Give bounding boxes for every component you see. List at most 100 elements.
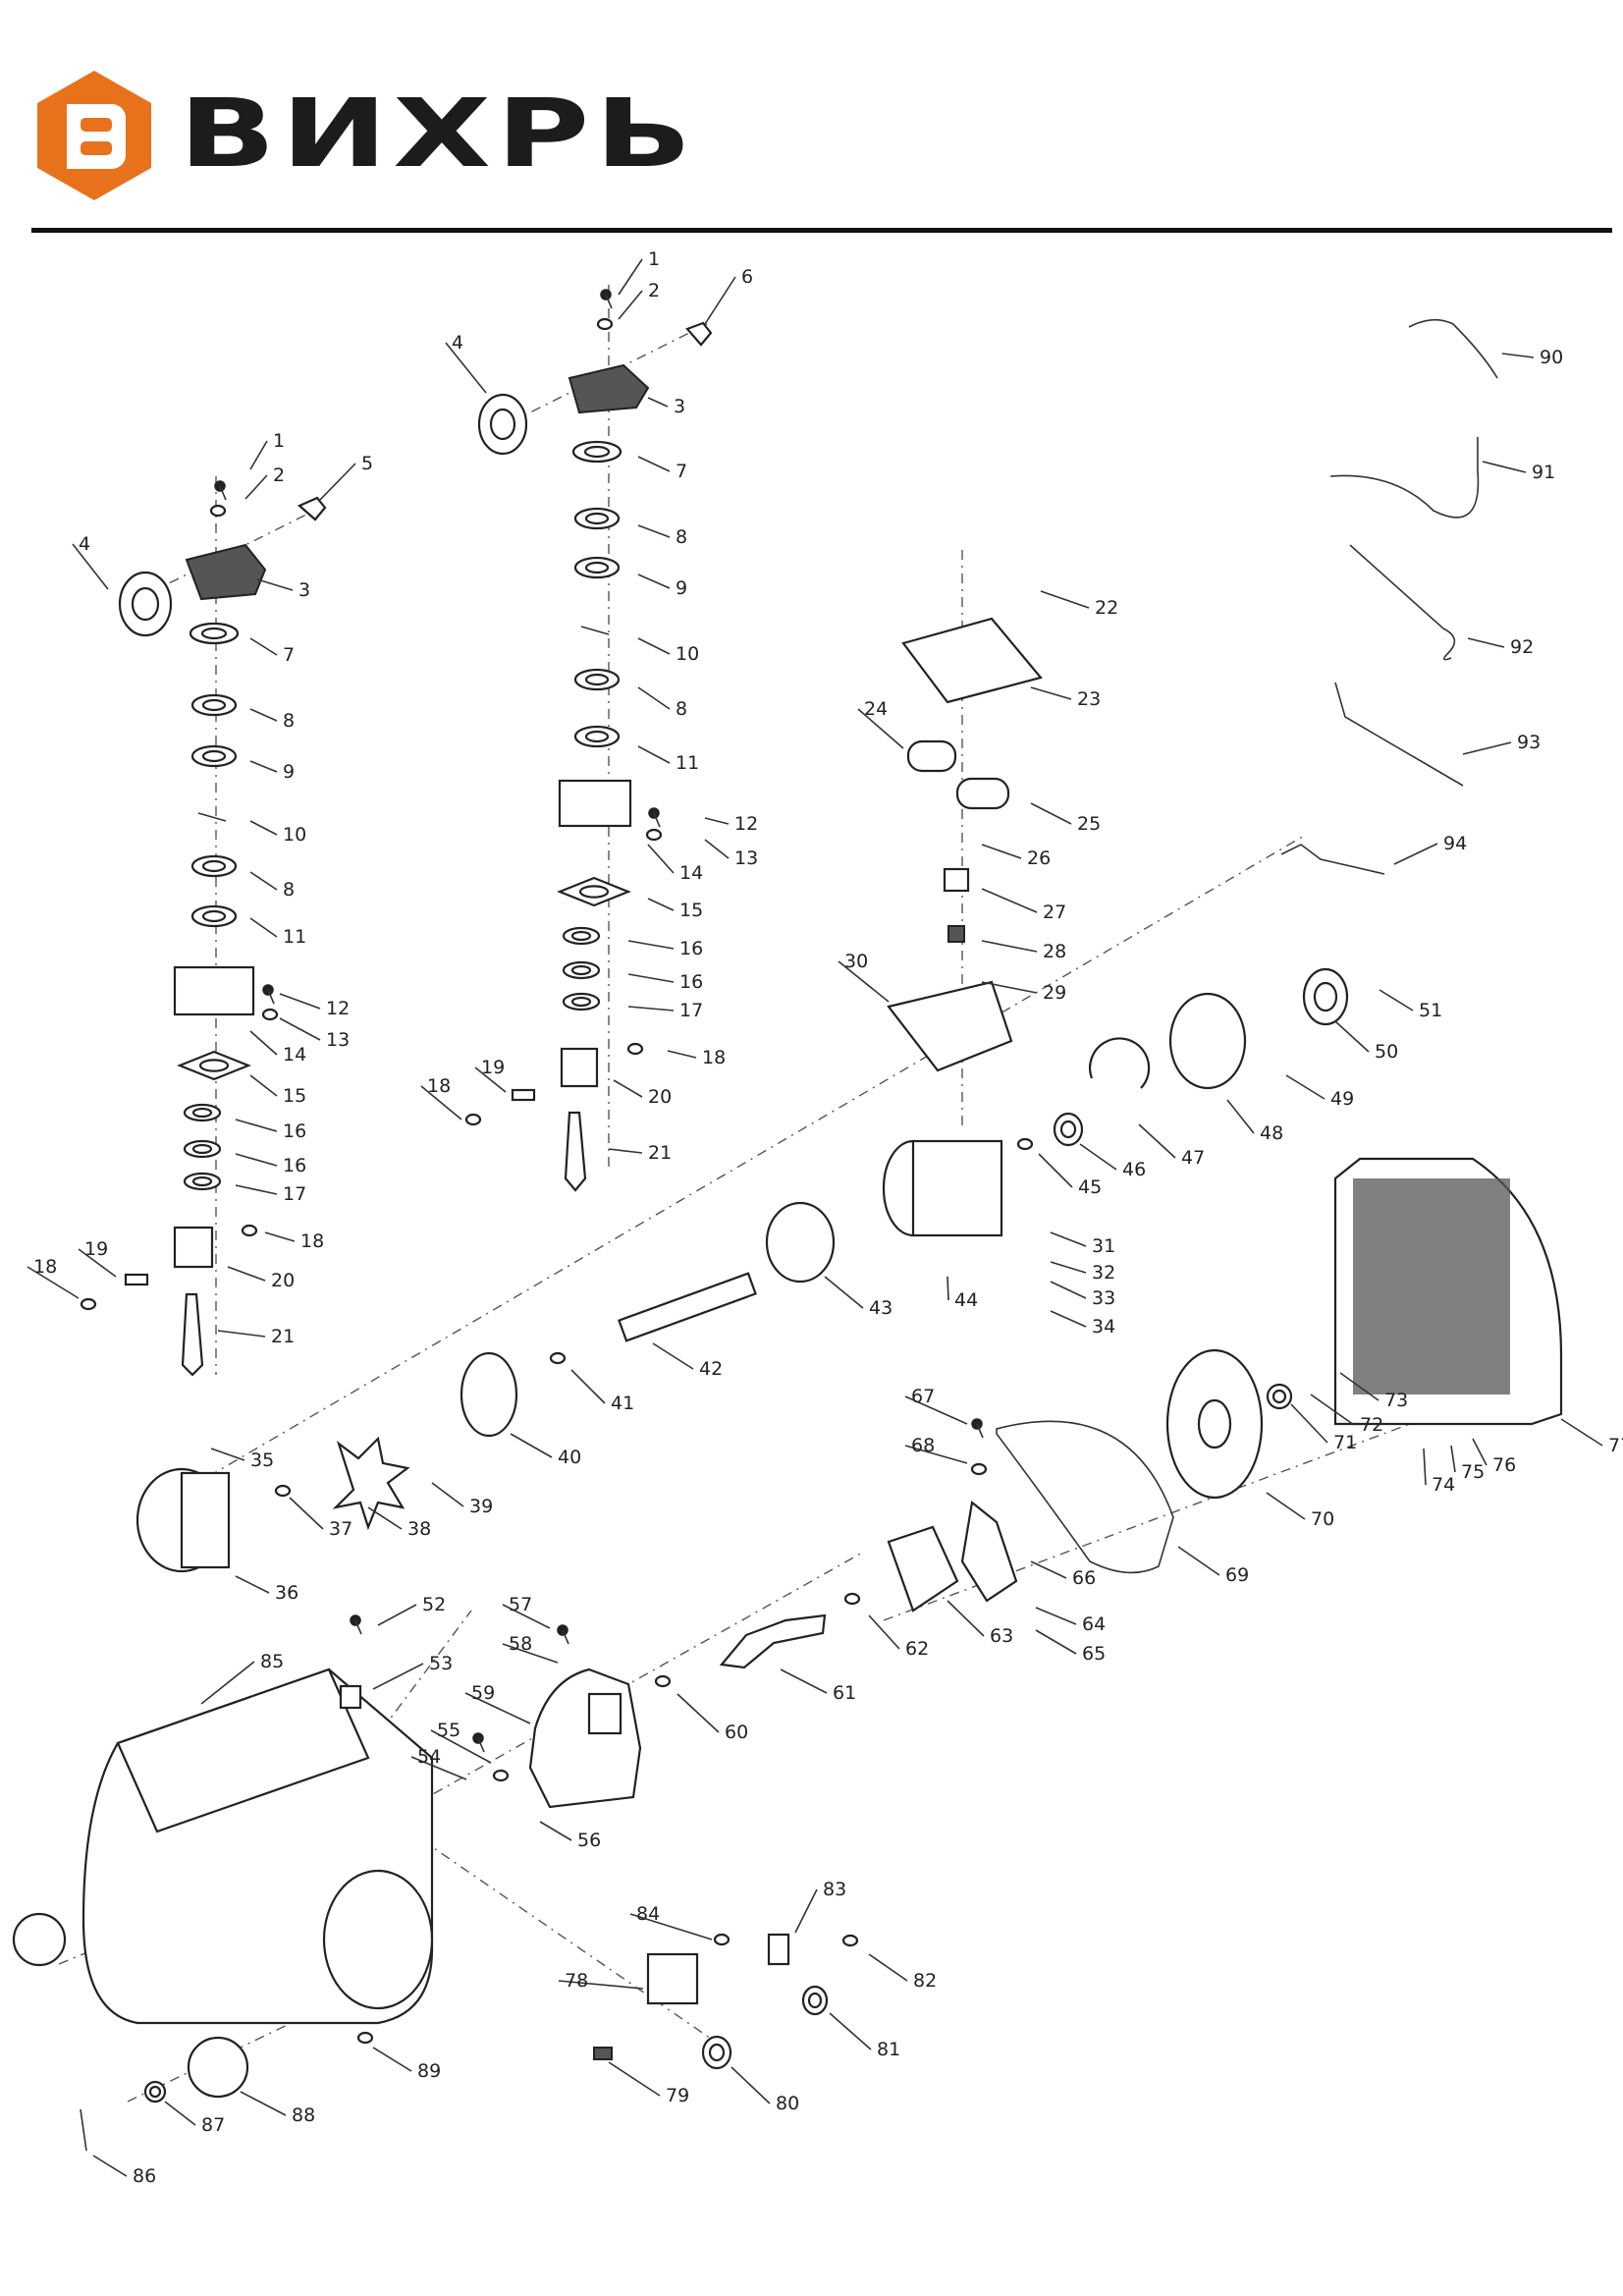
leader-line bbox=[445, 342, 487, 394]
part-number-63: 63 bbox=[990, 1625, 1013, 1647]
bolt-12-left bbox=[262, 984, 275, 1005]
leader-line bbox=[1290, 1403, 1328, 1444]
part-number-21: 21 bbox=[271, 1326, 295, 1347]
pin-86 bbox=[80, 2108, 87, 2152]
part-number-20: 20 bbox=[271, 1270, 295, 1291]
bearing-housing-66 bbox=[960, 1500, 1018, 1603]
valve-8b-left bbox=[190, 854, 238, 878]
part-number-55: 55 bbox=[437, 1720, 460, 1741]
axis-line bbox=[402, 1826, 718, 2044]
leader-line bbox=[279, 1017, 321, 1041]
part-number-62: 62 bbox=[905, 1638, 929, 1660]
part-number-3: 3 bbox=[298, 579, 310, 601]
part-number-20: 20 bbox=[648, 1086, 672, 1108]
fan-cover-mid bbox=[477, 393, 528, 456]
leader-line bbox=[420, 1085, 462, 1121]
part-number-89: 89 bbox=[417, 2060, 441, 2082]
capacitor-24 bbox=[906, 739, 957, 773]
part-number-15: 15 bbox=[679, 900, 703, 921]
part-number-78: 78 bbox=[565, 1970, 588, 1992]
part-number-2: 2 bbox=[648, 280, 660, 301]
part-number-19: 19 bbox=[84, 1238, 108, 1260]
leader-line bbox=[1038, 1153, 1073, 1188]
wheel-left bbox=[12, 1912, 67, 1967]
bearing-60 bbox=[654, 1674, 672, 1688]
check-valve-53 bbox=[339, 1684, 362, 1710]
leader-line bbox=[829, 2012, 872, 2050]
part-number-51: 51 bbox=[1419, 1000, 1442, 1021]
washer-13-mid bbox=[645, 828, 663, 842]
leader-line bbox=[868, 1614, 900, 1650]
part-number-61: 61 bbox=[833, 1682, 856, 1704]
leader-line bbox=[1423, 1448, 1427, 1486]
clip-18b-mid bbox=[626, 1042, 644, 1056]
leader-line bbox=[430, 1729, 492, 1764]
fitting-82 bbox=[841, 1934, 859, 1947]
leader-line bbox=[244, 474, 268, 500]
part-number-10: 10 bbox=[676, 643, 699, 665]
leader-line bbox=[608, 1148, 643, 1154]
leader-line bbox=[1266, 1492, 1306, 1520]
gasket-11-left bbox=[190, 904, 238, 928]
part-number-29: 29 bbox=[1043, 982, 1066, 1004]
leader-line bbox=[1177, 1546, 1220, 1576]
leader-line bbox=[367, 1506, 403, 1530]
bearing-45 bbox=[1016, 1137, 1034, 1151]
leader-line bbox=[431, 1482, 464, 1507]
part-number-25: 25 bbox=[1077, 813, 1101, 835]
leader-line bbox=[200, 1661, 255, 1705]
leader-line bbox=[1030, 1560, 1067, 1579]
leader-line bbox=[1226, 1099, 1255, 1134]
washer-46 bbox=[1053, 1112, 1084, 1147]
leader-line bbox=[27, 1266, 80, 1299]
part-number-18: 18 bbox=[427, 1075, 451, 1097]
header-divider bbox=[31, 228, 1612, 233]
part-number-79: 79 bbox=[666, 2085, 689, 2106]
leader-line bbox=[217, 1330, 266, 1338]
part-number-88: 88 bbox=[292, 2105, 315, 2126]
part-number-33: 33 bbox=[1092, 1287, 1115, 1309]
leader-line bbox=[704, 276, 736, 325]
part-number-21: 21 bbox=[648, 1142, 672, 1164]
leader-line bbox=[72, 543, 109, 590]
leader-line bbox=[904, 1395, 968, 1425]
part-number-91: 91 bbox=[1532, 462, 1555, 483]
oring-17-left bbox=[183, 1172, 222, 1191]
leader-line bbox=[637, 456, 671, 472]
leader-line bbox=[256, 578, 294, 591]
leader-line bbox=[618, 258, 643, 296]
leader-line bbox=[981, 844, 1022, 859]
part-number-7: 7 bbox=[676, 461, 687, 482]
crankcase-window bbox=[587, 1692, 622, 1735]
capacitor-25 bbox=[955, 777, 1010, 810]
plug-54 bbox=[472, 1732, 485, 1753]
plug-57 bbox=[557, 1624, 569, 1645]
box-lid-23 bbox=[901, 617, 1043, 704]
part-number-84: 84 bbox=[636, 1903, 660, 1925]
gasket-15-mid bbox=[557, 876, 631, 907]
leader-line bbox=[249, 1030, 278, 1056]
part-number-75: 75 bbox=[1461, 1461, 1485, 1483]
leader-line bbox=[647, 397, 669, 408]
part-number-16: 16 bbox=[679, 971, 703, 993]
leader-line bbox=[647, 844, 675, 874]
safety-valve-52 bbox=[350, 1614, 362, 1635]
part-number-64: 64 bbox=[1082, 1613, 1106, 1635]
leader-lines bbox=[27, 258, 1603, 2177]
leader-line bbox=[794, 1888, 818, 1934]
leader-line bbox=[904, 1445, 968, 1464]
hose-91 bbox=[1329, 437, 1480, 519]
leader-line bbox=[613, 1079, 643, 1098]
fitting-84 bbox=[713, 1933, 730, 1946]
leader-line bbox=[570, 1369, 606, 1404]
part-number-77: 77 bbox=[1608, 1435, 1623, 1456]
washer-13-left bbox=[261, 1008, 279, 1021]
washer-mid bbox=[596, 317, 614, 331]
leader-line bbox=[249, 820, 278, 836]
part-number-58: 58 bbox=[509, 1633, 532, 1655]
leader-line bbox=[502, 1643, 559, 1664]
leader-line bbox=[780, 1668, 828, 1694]
leader-line bbox=[510, 1433, 553, 1458]
